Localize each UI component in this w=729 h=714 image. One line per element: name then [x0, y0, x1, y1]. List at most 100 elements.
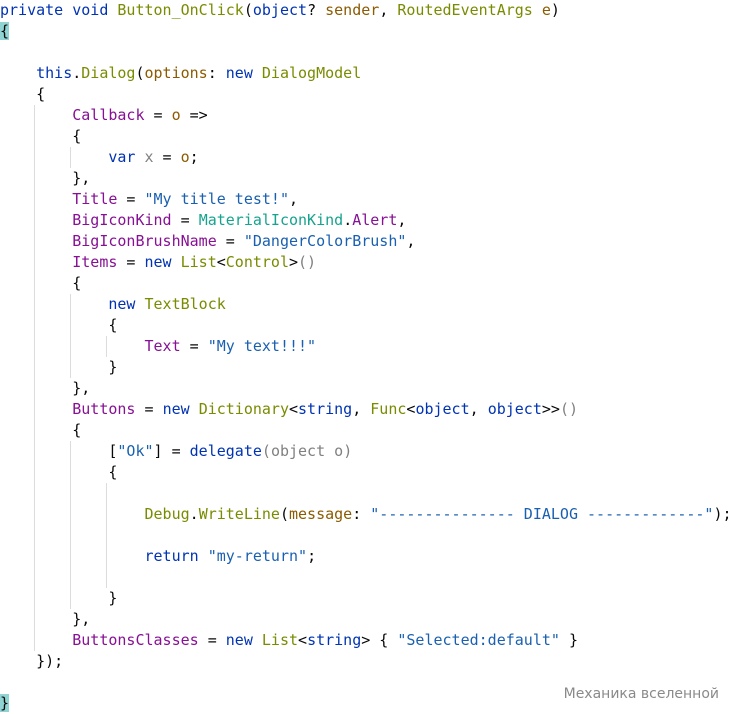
code-line[interactable]: ButtonsClasses = new List<string> { "Sel…: [0, 630, 578, 651]
code-token: DialogModel: [261, 64, 362, 82]
indent-guide: [106, 336, 107, 357]
code-token: [0, 631, 72, 649]
code-token: ,: [469, 400, 488, 418]
code-token: Dialog: [81, 64, 136, 82]
code-line[interactable]: }: [0, 693, 10, 714]
code-line[interactable]: Buttons = new Dictionary<string, Func<ob…: [0, 399, 578, 420]
code-line[interactable]: },: [0, 378, 90, 399]
code-line[interactable]: return "my-return";: [0, 546, 317, 567]
code-token: =: [117, 190, 145, 208]
code-line[interactable]: {: [0, 315, 117, 336]
code-token: :: [352, 505, 371, 523]
code-token: [0, 400, 72, 418]
code-line[interactable]: Items = new List<Control>(): [0, 252, 316, 273]
code-token: =: [171, 211, 199, 229]
code-token: [0, 232, 72, 250]
code-token: delegate: [189, 442, 262, 460]
code-token: TextBlock: [144, 295, 226, 313]
code-token: ,: [397, 211, 407, 229]
code-token: =: [216, 232, 244, 250]
code-token: Text: [144, 337, 181, 355]
code-line[interactable]: Callback = o =>: [0, 105, 207, 126]
code-token: Func: [370, 400, 407, 418]
code-token: [0, 211, 72, 229]
code-token: Callback: [72, 106, 145, 124]
indent-guide: [34, 105, 35, 651]
code-token: [253, 64, 262, 82]
code-token: ): [550, 1, 560, 19]
code-token: MaterialIconKind: [198, 211, 344, 229]
code-token: {: [0, 85, 46, 103]
code-token: Title: [72, 190, 118, 208]
code-token: sender: [325, 1, 380, 19]
code-line[interactable]: this.Dialog(options: new DialogModel: [0, 63, 361, 84]
code-token: {: [0, 463, 118, 481]
code-line[interactable]: BigIconBrushName = "DangerColorBrush",: [0, 231, 415, 252]
code-token: this: [36, 64, 73, 82]
code-token: (: [279, 505, 289, 523]
code-token: },: [0, 610, 91, 628]
code-line[interactable]: Text = "My text!!!": [0, 336, 317, 357]
code-token: "Selected:default": [397, 631, 560, 649]
code-line[interactable]: {: [0, 84, 45, 105]
code-token: [253, 631, 262, 649]
code-token: > {: [361, 631, 398, 649]
code-token: o: [171, 106, 181, 124]
code-token: },: [0, 169, 91, 187]
code-line[interactable]: }: [0, 588, 117, 609]
code-token: =: [153, 148, 181, 166]
code-line[interactable]: var x = o;: [0, 147, 198, 168]
code-token: "my-return": [207, 547, 308, 565]
code-line[interactable]: new TextBlock: [0, 294, 226, 315]
code-token: string: [307, 631, 362, 649]
code-line[interactable]: {: [0, 462, 117, 483]
code-token: .: [189, 505, 199, 523]
code-token: o: [334, 442, 344, 460]
code-token: .: [343, 211, 353, 229]
code-token: [135, 148, 144, 166]
code-line[interactable]: }: [0, 357, 117, 378]
code-token: }: [0, 589, 118, 607]
code-token: object: [487, 400, 542, 418]
code-line[interactable]: },: [0, 168, 90, 189]
code-token: ,: [352, 400, 371, 418]
code-line[interactable]: Title = "My title test!",: [0, 189, 298, 210]
code-token: Items: [72, 253, 118, 271]
code-token: =: [117, 253, 145, 271]
code-token: [0, 547, 145, 565]
code-token: [135, 295, 144, 313]
code-token: [199, 547, 208, 565]
code-line[interactable]: private void Button_OnClick(object? send…: [0, 0, 560, 21]
code-token: [0, 295, 108, 313]
code-line[interactable]: BigIconKind = MaterialIconKind.Alert,: [0, 210, 406, 231]
code-line[interactable]: {: [0, 126, 81, 147]
code-token: message: [289, 505, 353, 523]
code-token: ,: [289, 190, 299, 208]
code-token: BigIconKind: [72, 211, 172, 229]
code-line[interactable]: {: [0, 420, 81, 441]
code-token: =: [135, 400, 163, 418]
code-line[interactable]: },: [0, 609, 90, 630]
code-token: string: [298, 400, 353, 418]
code-token: [0, 337, 145, 355]
code-token: options: [144, 64, 208, 82]
code-line[interactable]: });: [0, 651, 63, 672]
code-token: new: [108, 295, 136, 313]
code-line[interactable]: {: [0, 273, 81, 294]
code-token: new: [144, 253, 172, 271]
code-line[interactable]: Debug.WriteLine(message: "--------------…: [0, 504, 729, 525]
code-token: RoutedEventArgs: [397, 1, 533, 19]
code-token: ,: [379, 1, 398, 19]
code-line[interactable]: {: [0, 21, 10, 42]
code-token: var: [108, 148, 136, 166]
code-token: });: [0, 652, 64, 670]
matched-brace: }: [0, 694, 10, 712]
code-token: [0, 253, 72, 271]
code-line[interactable]: ["Ok"] = delegate(object o): [0, 441, 352, 462]
code-token: <: [298, 631, 308, 649]
code-token: "DangerColorBrush": [243, 232, 407, 250]
code-token: "My title test!": [144, 190, 290, 208]
code-token: (: [243, 1, 253, 19]
code-token: [0, 64, 36, 82]
